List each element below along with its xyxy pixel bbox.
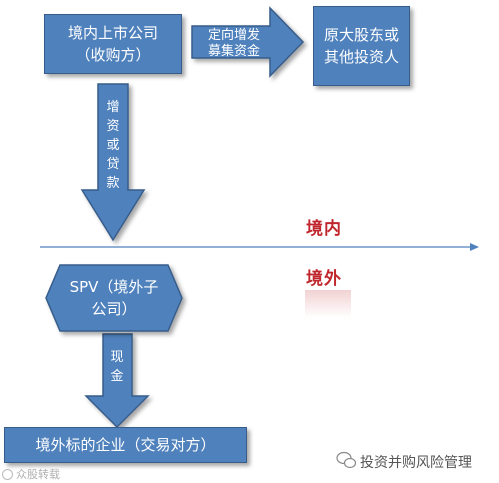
watermark-left: 众股转载 (2, 466, 60, 482)
capital-char-4: 款 (106, 176, 120, 191)
original-holders-line2: 其他投资人 (323, 48, 399, 66)
capital-char-3: 贷 (106, 157, 120, 172)
fundraising-arrow (191, 6, 305, 78)
watermark-left-icon (2, 468, 13, 480)
capital-char-2: 或 (106, 138, 120, 153)
original-holders-line1: 原大股东或 (323, 26, 399, 44)
fundraising-label-line2: 募集资金 (207, 44, 260, 59)
capital-char-0: 增 (106, 100, 120, 115)
watermark-right-text: 投资并购风险管理 (360, 455, 472, 471)
capital-arrow (80, 83, 146, 242)
overseas-region-label: 境外 (306, 269, 342, 289)
acquirer-line2: （收购方） (75, 46, 151, 64)
capital-label: 增 资 或 贷 款 (105, 100, 121, 192)
wechat-icon (336, 451, 357, 469)
cash-label: 现 金 (109, 350, 125, 385)
original-holders-box: 原大股东或 其他投资人 (313, 6, 410, 86)
fundraising-label-line1: 定向增发 (207, 28, 260, 43)
spv-line2: 公司） (91, 300, 137, 318)
fundraising-label: 定向增发 募集资金 (196, 28, 272, 60)
cash-char-1: 金 (110, 369, 124, 384)
target-line1: 境外标的企业（交易对方） (35, 436, 216, 454)
spv-line1: SPV（境外子 (69, 278, 159, 296)
watermark-left-text: 众股转载 (16, 468, 60, 481)
spv-box: SPV（境外子 公司） (50, 265, 178, 331)
cash-arrow (84, 333, 150, 429)
target-box: 境外标的企业（交易对方） (4, 427, 247, 463)
acquirer-line1: 境内上市公司 (67, 24, 158, 42)
capital-char-1: 资 (106, 119, 120, 134)
border-divider-arrowhead (470, 243, 479, 251)
domestic-region-label: 境内 (306, 219, 342, 239)
cash-char-0: 现 (110, 350, 124, 365)
acquirer-box: 境内上市公司 （收购方） (44, 14, 182, 74)
overseas-label-reflection (305, 290, 351, 318)
watermark-right: 投资并购风险管理 (360, 452, 472, 472)
